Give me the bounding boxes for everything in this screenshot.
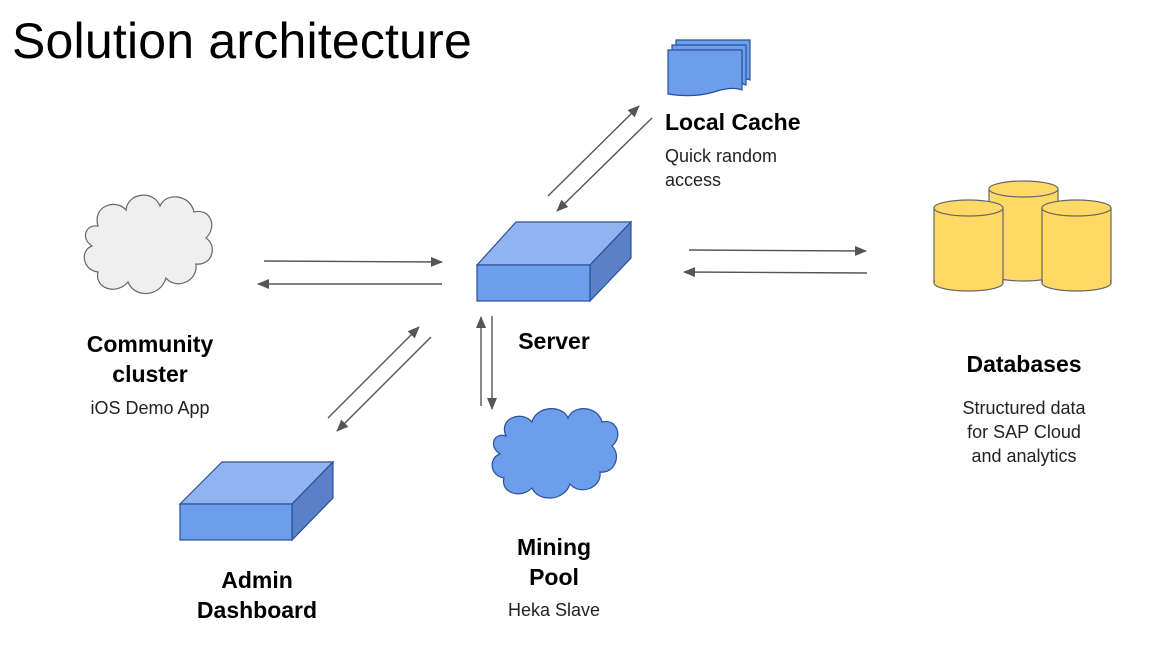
local-cache-label: Local Cache: [665, 109, 801, 135]
document-stack-icon: [667, 39, 751, 97]
mining-pool-description: Heka Slave: [507, 600, 601, 620]
arrow-server-to-databases: [688, 245, 867, 256]
databases-description-line1: Structured data: [962, 398, 1086, 418]
databases-description-line3: and analytics: [971, 446, 1077, 466]
cloud-icon: [83, 194, 213, 295]
connector-arrows: [257, 105, 868, 432]
database-icon: [933, 180, 1112, 292]
community-cluster-label-line1: Community: [86, 331, 214, 357]
arrow-cache-to-server: [556, 117, 653, 212]
mining-pool-label-line2: Pool: [529, 564, 579, 590]
mining-pool-label-line1: Mining: [516, 534, 592, 560]
arrow-databases-to-server: [683, 267, 868, 278]
page-title: Solution architecture: [12, 13, 473, 69]
databases-description-line2: for SAP Cloud: [967, 422, 1081, 442]
community-cluster-description: iOS Demo App: [90, 398, 210, 418]
server-label: Server: [518, 328, 590, 354]
server-box-icon: [475, 220, 633, 303]
local-cache-description: Quick random access: [665, 146, 778, 190]
arrow-server-to-cache: [547, 105, 640, 197]
community-cluster-label-line2: cluster: [112, 361, 188, 387]
arrow-admin-to-server: [327, 326, 420, 419]
arrow-server-to-admin: [336, 336, 432, 432]
arrow-community-to-server: [263, 256, 443, 267]
admin-dashboard-label-line1: Admin: [221, 567, 293, 593]
databases-label: Databases: [966, 351, 1082, 377]
admin-dashboard-label-line2: Dashboard: [196, 597, 318, 623]
blue-cloud-icon: [491, 408, 619, 499]
dashboard-box-icon: [178, 460, 335, 542]
